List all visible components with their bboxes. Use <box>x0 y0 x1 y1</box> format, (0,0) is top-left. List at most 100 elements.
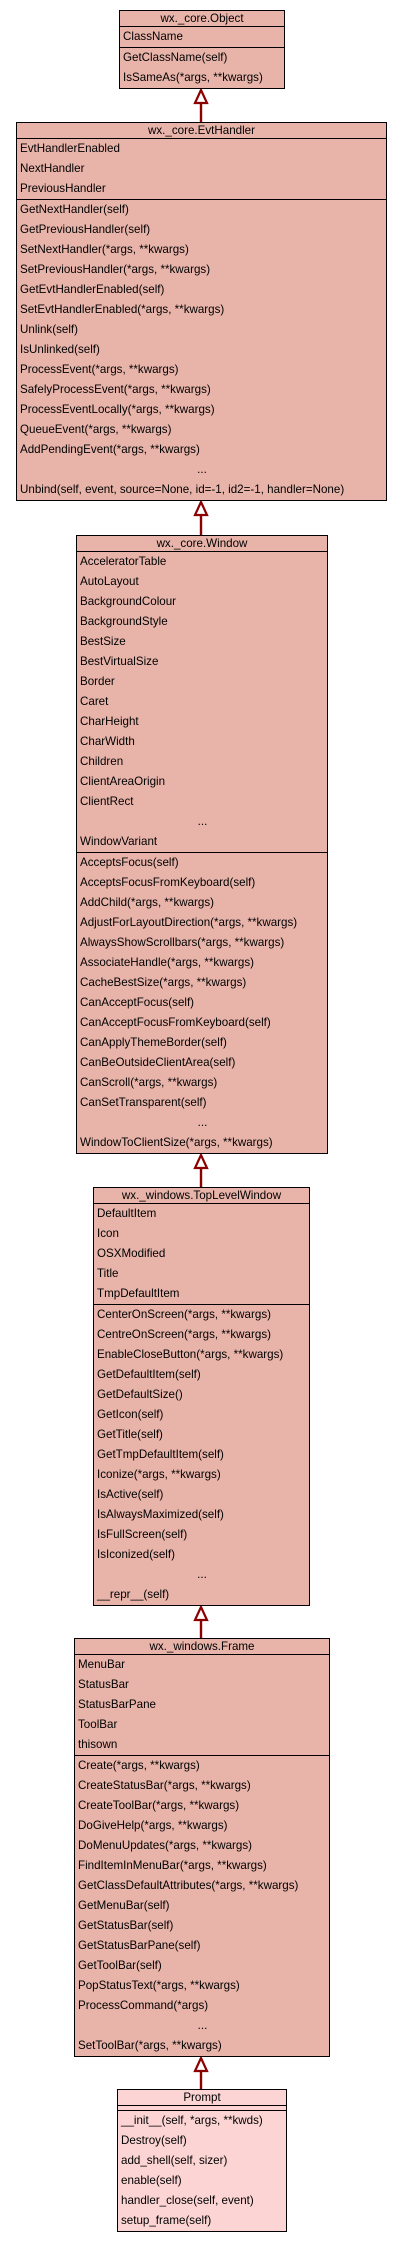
attribute-item: BackgroundStyle <box>80 615 168 628</box>
class-title: wx._core.EvtHandler <box>17 123 386 139</box>
inheritance-arrowhead <box>193 1604 209 1622</box>
attribute-item: BestVirtualSize <box>80 655 159 668</box>
inheritance-arrowhead <box>193 1152 209 1170</box>
method-item: IsFullScreen(self) <box>97 1528 188 1541</box>
method-item: GetStatusBarPane(self) <box>78 1939 201 1952</box>
more-ellipsis: ... <box>197 463 207 476</box>
method-item: AddChild(*args, **kwargs) <box>80 896 215 909</box>
method-item: IsSameAs(*args, **kwargs) <box>123 71 263 84</box>
more-ellipsis: ... <box>197 1116 208 1129</box>
method-item: __init__(self, *args, **kwds) <box>121 2114 263 2127</box>
class-title: wx._core.Window <box>77 536 327 552</box>
attribute-item: ClassName <box>123 30 183 43</box>
method-item: QueueEvent(*args, **kwargs) <box>20 423 172 436</box>
method-item: GetDefaultItem(self) <box>97 1368 201 1381</box>
method-list: CenterOnScreen(*args, **kwargs) CentreOn… <box>94 1304 309 1605</box>
attribute-item: DefaultItem <box>97 1207 157 1220</box>
attribute-item: MenuBar <box>78 1658 126 1671</box>
attribute-item: EvtHandlerEnabled <box>20 142 120 155</box>
method-item: AcceptsFocusFromKeyboard(self) <box>80 876 256 889</box>
class-box-object[interactable]: wx._core.Object ClassName GetClassName(s… <box>119 10 285 89</box>
class-box-prompt[interactable]: Prompt __init__(self, *args, **kwds) Des… <box>117 2089 287 2232</box>
method-item: IsIconized(self) <box>97 1548 175 1561</box>
attribute-item: WindowVariant <box>80 835 158 848</box>
attribute-item: OSXModified <box>97 1247 166 1260</box>
method-item: GetNextHandler(self) <box>20 203 129 216</box>
attribute-list: MenuBar StatusBar StatusBarPane ToolBar … <box>75 1655 329 1755</box>
method-item: GetTmpDefaultItem(self) <box>97 1448 224 1461</box>
method-item: ProcessEvent(*args, **kwargs) <box>20 363 179 376</box>
method-item: Destroy(self) <box>121 2134 187 2147</box>
method-list: GetClassName(self) IsSameAs(*args, **kwa… <box>120 47 284 88</box>
class-title: Prompt <box>118 2090 286 2106</box>
more-ellipsis: ... <box>197 815 208 828</box>
method-item: CanAcceptFocusFromKeyboard(self) <box>80 1016 271 1029</box>
method-item: DoGiveHelp(*args, **kwargs) <box>78 1819 228 1832</box>
method-item: SafelyProcessEvent(*args, **kwargs) <box>20 383 211 396</box>
attribute-item: AcceleratorTable <box>80 555 167 568</box>
attribute-item: StatusBarPane <box>78 1698 156 1711</box>
method-item: IsUnlinked(self) <box>20 343 100 356</box>
attribute-item: Children <box>80 755 124 768</box>
method-item: AddPendingEvent(*args, **kwargs) <box>20 443 200 456</box>
method-list: Create(*args, **kwargs) CreateStatusBar(… <box>75 1755 329 2056</box>
method-item: PopStatusText(*args, **kwargs) <box>78 1979 240 1992</box>
inheritance-arrowhead <box>193 87 209 105</box>
method-item: GetTitle(self) <box>97 1428 163 1441</box>
method-list: AcceptsFocus(self) AcceptsFocusFromKeybo… <box>77 852 327 1153</box>
class-box-frame[interactable]: wx._windows.Frame MenuBar StatusBar Stat… <box>74 1638 330 2057</box>
method-item: GetStatusBar(self) <box>78 1919 174 1932</box>
class-title: wx._core.Object <box>120 11 284 27</box>
method-item: AlwaysShowScrollbars(*args, **kwargs) <box>80 936 285 949</box>
attribute-list: AcceleratorTable AutoLayout BackgroundCo… <box>77 552 327 852</box>
method-item: AcceptsFocus(self) <box>80 856 179 869</box>
more-ellipsis: ... <box>197 1568 207 1581</box>
attribute-item: TmpDefaultItem <box>97 1287 180 1300</box>
attribute-list: ClassName <box>120 27 284 47</box>
method-item: ProcessEventLocally(*args, **kwargs) <box>20 403 215 416</box>
method-item: __repr__(self) <box>97 1588 170 1601</box>
attribute-item: Border <box>80 675 115 688</box>
method-item: CacheBestSize(*args, **kwargs) <box>80 976 247 989</box>
attribute-item: ClientRect <box>80 795 134 808</box>
attribute-list: EvtHandlerEnabled NextHandler PreviousHa… <box>17 139 386 199</box>
method-item: setup_frame(self) <box>121 2214 212 2227</box>
method-item: GetClassName(self) <box>123 51 228 64</box>
method-item: handler_close(self, event) <box>121 2194 254 2207</box>
more-ellipsis: ... <box>197 2019 208 2032</box>
method-item: SetEvtHandlerEnabled(*args, **kwargs) <box>20 303 225 316</box>
method-item: Iconize(*args, **kwargs) <box>97 1468 221 1481</box>
method-item: GetEvtHandlerEnabled(self) <box>20 283 165 296</box>
method-item: FindItemInMenuBar(*args, **kwargs) <box>78 1859 267 1872</box>
attribute-item: AutoLayout <box>80 575 139 588</box>
method-item: SetNextHandler(*args, **kwargs) <box>20 243 189 256</box>
inheritance-arrowhead <box>193 2055 209 2073</box>
attribute-list: DefaultItem Icon OSXModified Title TmpDe… <box>94 1204 309 1304</box>
class-box-toplevelwindow[interactable]: wx._windows.TopLevelWindow DefaultItem I… <box>93 1187 310 1606</box>
class-title: wx._windows.TopLevelWindow <box>94 1188 309 1204</box>
method-item: ProcessCommand(*args) <box>78 1999 209 2012</box>
method-item: SetToolBar(*args, **kwargs) <box>78 2039 222 2052</box>
method-item: DoMenuUpdates(*args, **kwargs) <box>78 1839 252 1852</box>
method-item: CanAcceptFocus(self) <box>80 996 195 1009</box>
class-box-window[interactable]: wx._core.Window AcceleratorTable AutoLay… <box>76 535 328 1154</box>
attribute-item: CharWidth <box>80 735 135 748</box>
method-item: GetClassDefaultAttributes(*args, **kwarg… <box>78 1879 299 1892</box>
method-item: IsAlwaysMaximized(self) <box>97 1508 224 1521</box>
method-item: GetIcon(self) <box>97 1408 164 1421</box>
attribute-item: PreviousHandler <box>20 182 106 195</box>
method-item: CanBeOutsideClientArea(self) <box>80 1056 236 1069</box>
attribute-item: thisown <box>78 1738 118 1751</box>
class-box-evthandler[interactable]: wx._core.EvtHandler EvtHandlerEnabled Ne… <box>16 122 387 501</box>
attribute-item: NextHandler <box>20 162 85 175</box>
attribute-item: CharHeight <box>80 715 139 728</box>
attribute-item: ToolBar <box>78 1718 118 1731</box>
method-item: GetDefaultSize() <box>97 1388 183 1401</box>
method-item: CentreOnScreen(*args, **kwargs) <box>97 1328 271 1341</box>
method-item: GetPreviousHandler(self) <box>20 223 151 236</box>
method-item: CanSetTransparent(self) <box>80 1096 207 1109</box>
method-item: CanScroll(*args, **kwargs) <box>80 1076 218 1089</box>
method-item: AdjustForLayoutDirection(*args, **kwargs… <box>80 916 298 929</box>
method-item: CreateToolBar(*args, **kwargs) <box>78 1799 240 1812</box>
